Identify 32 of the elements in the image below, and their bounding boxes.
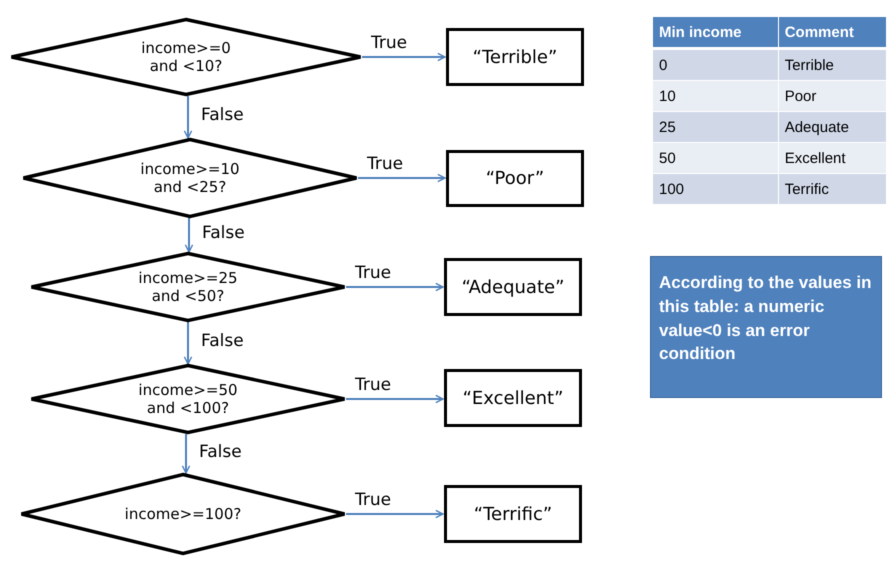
table-cell: 0: [653, 48, 778, 80]
arrow: [346, 394, 444, 404]
condition-text: income>=25 and <50?: [137, 269, 239, 305]
condition-text: income>=10 and <25?: [139, 160, 241, 196]
result-box: “Terrible”: [446, 28, 584, 86]
condition-text: income>=0 and <10?: [140, 39, 232, 75]
table-header-cell: Comment: [778, 17, 886, 48]
table-cell: Terrific: [778, 174, 886, 204]
arrow: [358, 174, 446, 182]
arrow: [346, 282, 444, 292]
table-cell: 100: [653, 174, 778, 204]
arrow: [184, 218, 194, 253]
table-header-cell: Min income: [653, 17, 778, 48]
arrow: [184, 322, 192, 365]
table-cell: Excellent: [778, 142, 886, 174]
arrow: [184, 96, 192, 139]
result-box: “Terrific”: [444, 485, 582, 543]
condition-text: income>=50 and <100?: [137, 381, 239, 417]
table-cell: 25: [653, 112, 778, 142]
table-cell: Poor: [778, 80, 886, 112]
table-cell: Terrible: [778, 48, 886, 80]
arrow: [182, 434, 190, 474]
table-cell: 10: [653, 80, 778, 112]
condition-text: income>=100?: [124, 505, 242, 523]
result-box: “Adequate”: [444, 258, 582, 316]
result-box: “Excellent”: [444, 369, 582, 427]
table-cell: Adequate: [778, 112, 886, 142]
result-box: “Poor”: [446, 150, 584, 207]
note-box: According to the values in this table: a numeric value<0 is an error condition: [650, 256, 882, 398]
table-cell: 50: [653, 142, 778, 174]
arrow: [362, 52, 446, 62]
arrow: [346, 510, 444, 518]
